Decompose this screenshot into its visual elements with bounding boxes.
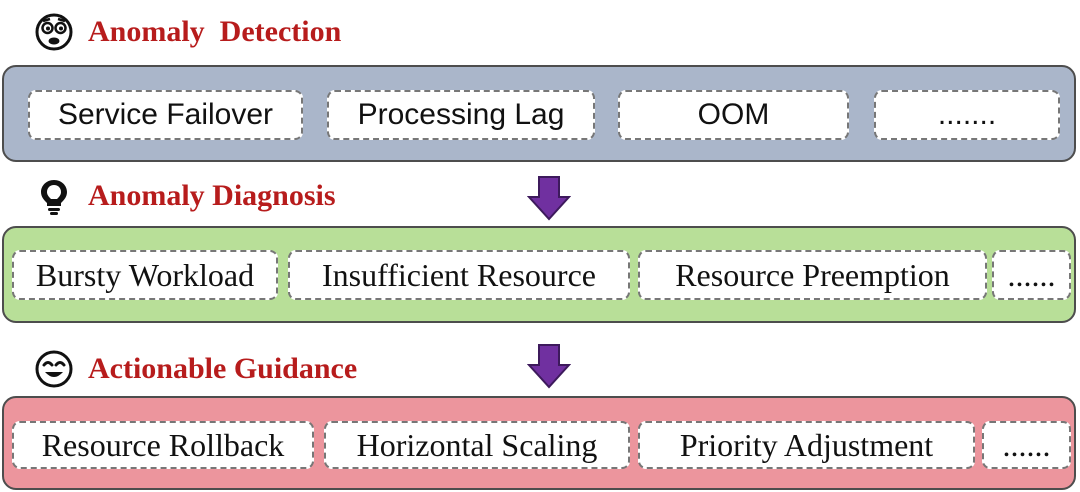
diagnosis-item-insufficient-resource: Insufficient Resource [288,250,630,300]
diagnosis-heading: Anomaly Diagnosis [34,176,336,216]
guidance-title: Actionable Guidance [88,352,358,385]
detection-item-oom: OOM [618,90,849,140]
diagnosis-panel: Bursty Workload Insufficient Resource Re… [2,226,1076,323]
detection-title: Anomaly Detection [88,15,342,48]
diagnosis-title: Anomaly Diagnosis [88,179,336,212]
guidance-item-resource-rollback: Resource Rollback [12,421,314,469]
guidance-item-priority-adjustment: Priority Adjustment [638,421,975,469]
guidance-panel: Resource Rollback Horizontal Scaling Pri… [2,396,1076,490]
down-arrow-icon [527,344,571,389]
detection-item-service-failover: Service Failover [28,90,303,140]
diagnosis-item-more: ...... [992,250,1071,300]
lightbulb-icon [41,180,67,215]
detection-item-more: ....... [874,90,1060,140]
down-arrow-icon [527,176,571,221]
guidance-heading: Actionable Guidance [34,349,357,389]
guidance-item-horizontal-scaling: Horizontal Scaling [324,421,630,469]
diagnosis-item-resource-preemption: Resource Preemption [638,250,987,300]
detection-heading: Anomaly Detection [34,12,341,52]
detection-panel: Service Failover Processing Lag OOM ....… [2,65,1076,162]
smiling-face-icon [35,350,73,388]
guidance-item-more: ...... [982,421,1071,469]
worried-face-icon [35,13,73,51]
detection-item-processing-lag: Processing Lag [327,90,595,140]
diagnosis-item-bursty-workload: Bursty Workload [12,250,278,300]
